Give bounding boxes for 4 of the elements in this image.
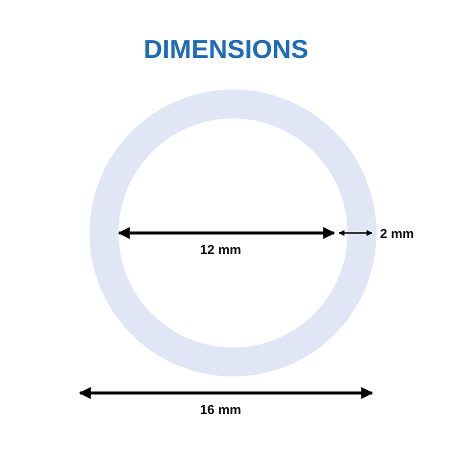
dimension-label: 2 mm xyxy=(380,226,414,241)
dimension-label: 12 mm xyxy=(200,242,242,257)
title: DIMENSIONS xyxy=(142,34,310,65)
dimension-label: 16 mm xyxy=(200,402,242,417)
